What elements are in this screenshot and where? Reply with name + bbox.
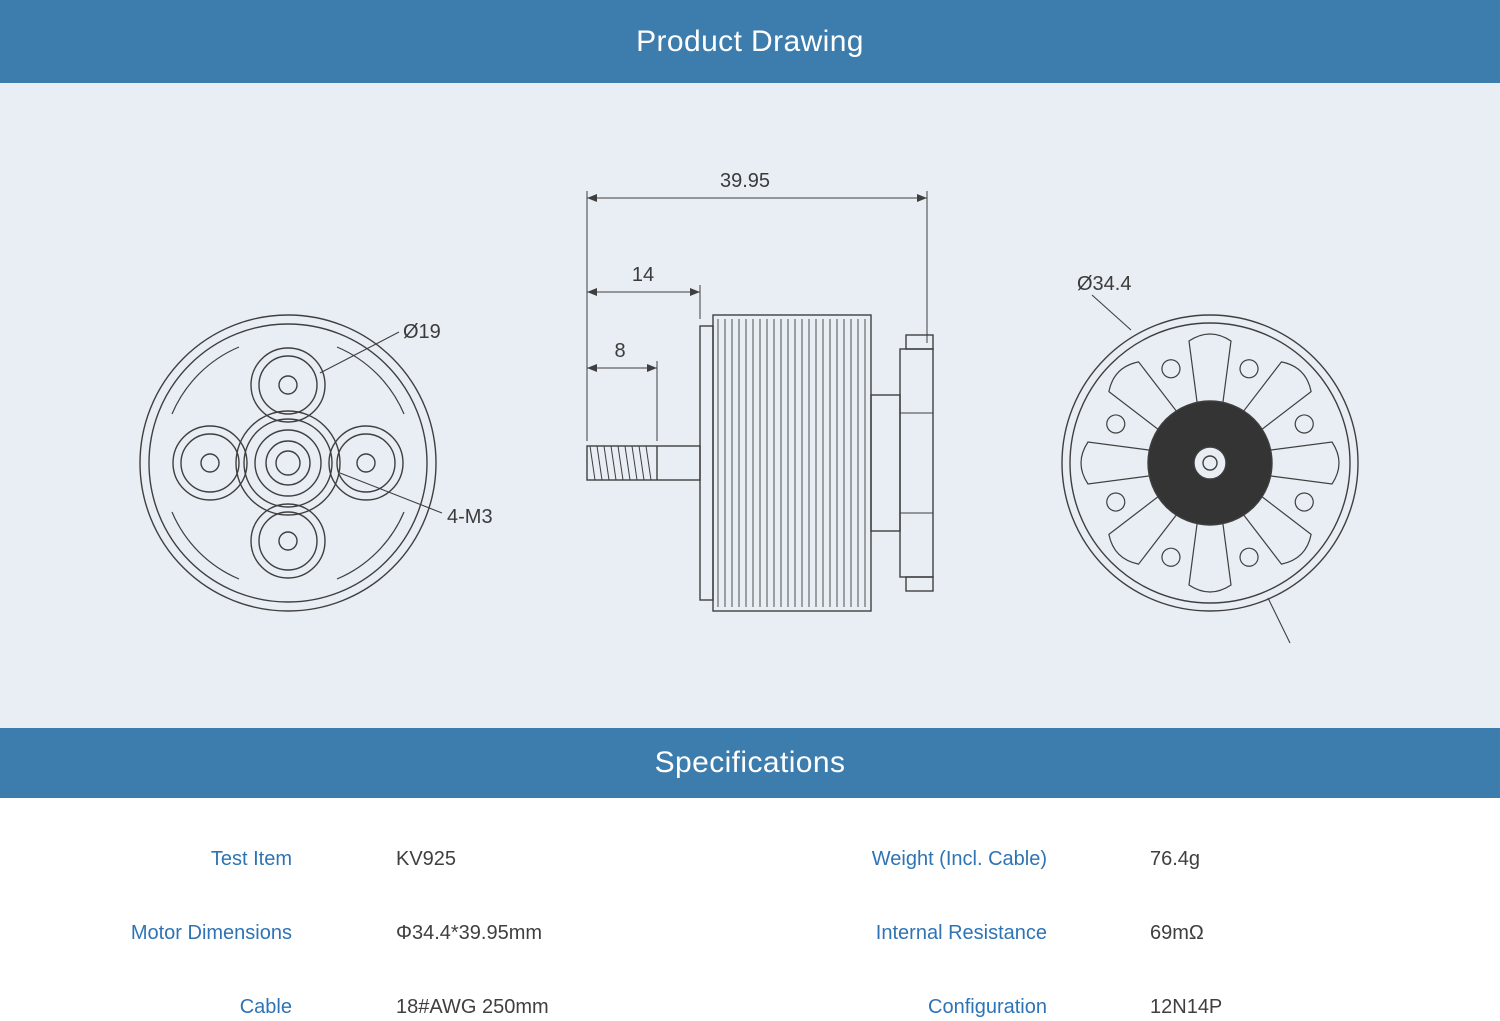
spec-label-internal-resistance: Internal Resistance xyxy=(875,921,1047,944)
product-drawing-svg: Ø19 4-M3 xyxy=(139,170,1359,644)
specifications-title: Specifications xyxy=(654,746,846,779)
specifications-header: Specifications xyxy=(0,728,1500,798)
spec-value-weight: 76.4g xyxy=(1150,847,1201,870)
specifications-table: Test Item KV925 Weight (Incl. Cable) 76.… xyxy=(0,798,1500,1021)
dim-thread-length: 8 xyxy=(614,340,625,362)
side-view-fins xyxy=(717,319,866,607)
product-drawing-section: Ø19 4-M3 xyxy=(0,83,1500,728)
dim-outer-diameter: Ø34.4 xyxy=(1077,273,1131,295)
dim-bolt-circle: Ø19 xyxy=(403,321,441,343)
spec-value-configuration: 12N14P xyxy=(1150,995,1223,1018)
leader-line-d344-bottom xyxy=(1267,597,1291,644)
leader-line-4m3 xyxy=(339,472,443,514)
product-drawing-title: Product Drawing xyxy=(636,24,864,58)
spec-label-weight: Weight (Incl. Cable) xyxy=(871,847,1047,870)
side-view-dimensions xyxy=(586,191,928,441)
leader-line-d344-top xyxy=(1091,294,1132,331)
spec-value-cable: 18#AWG 250mm xyxy=(396,995,549,1018)
motor-side-view xyxy=(586,314,934,612)
spec-label-motor-dimensions: Motor Dimensions xyxy=(130,921,292,944)
dim-total-length: 39.95 xyxy=(720,170,770,192)
front-view-rim-slots xyxy=(171,346,405,580)
spec-label-configuration: Configuration xyxy=(928,995,1047,1018)
spec-row: Cable 18#AWG 250mm Configuration 12N14P xyxy=(0,970,1500,1021)
spec-label-test-item: Test Item xyxy=(210,847,292,870)
product-drawing-header: Product Drawing xyxy=(0,0,1500,83)
spec-row: Test Item KV925 Weight (Incl. Cable) 76.… xyxy=(0,822,1500,896)
motor-back-view xyxy=(1061,294,1359,644)
side-view-mount-plate xyxy=(899,348,934,578)
spec-value-test-item: KV925 xyxy=(396,847,457,870)
motor-front-view xyxy=(139,314,443,612)
spec-label-cable: Cable xyxy=(239,995,292,1018)
spec-value-internal-resistance: 69mΩ xyxy=(1150,921,1204,944)
dim-shaft-length: 14 xyxy=(632,264,654,286)
front-view-screw-holes xyxy=(172,347,404,579)
spec-row: Motor Dimensions Φ34.4*39.95mm Internal … xyxy=(0,896,1500,970)
side-view-body xyxy=(712,314,872,612)
dim-screws: 4-M3 xyxy=(447,506,493,528)
spec-value-motor-dimensions: Φ34.4*39.95mm xyxy=(396,921,543,944)
front-view-hub xyxy=(235,410,341,516)
side-view-thread xyxy=(589,445,652,481)
leader-line-d19 xyxy=(319,331,400,374)
